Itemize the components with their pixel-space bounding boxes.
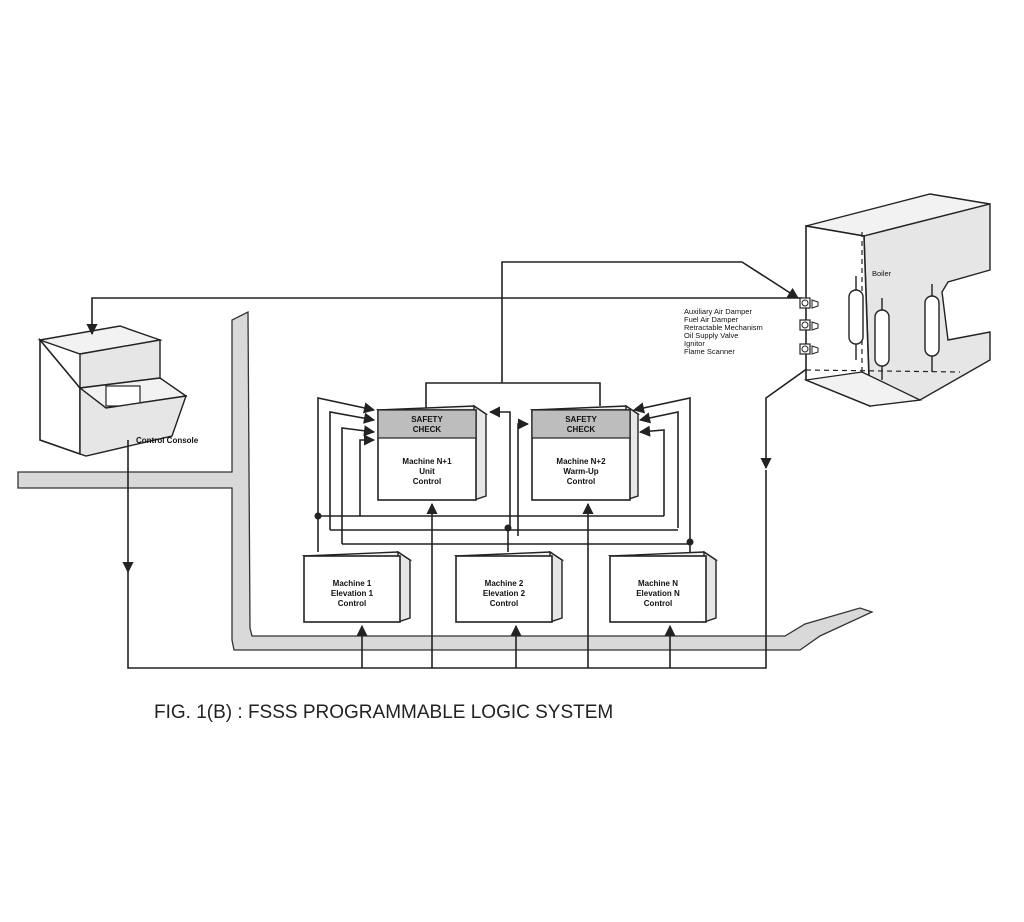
elevation-n-line3: Control (644, 599, 672, 608)
link-loop-right-outer (632, 397, 691, 542)
device-label: Ignitor (684, 339, 705, 348)
link-boiler-top (501, 261, 799, 348)
warmup-control-line1: Machine N+2 (556, 457, 606, 466)
device-label: Fuel Air Damper (684, 315, 739, 324)
device-label: Flame Scanner (684, 347, 735, 356)
burner-tube (874, 298, 890, 380)
boiler-label: Boiler (872, 269, 892, 278)
console-label: Control Console (136, 436, 199, 445)
elevation-2-line1: Machine 2 (485, 579, 524, 588)
elevation-1-line2: Elevation 1 (331, 589, 374, 598)
boiler: Boiler (799, 193, 991, 408)
device-connector (799, 297, 819, 309)
control-console: Control Console (37, 325, 199, 457)
elevation-2-line2: Elevation 2 (483, 589, 526, 598)
link-loop-left-mid (329, 411, 376, 530)
device-label: Auxiliary Air Damper (684, 307, 752, 316)
burner-tube (848, 276, 864, 360)
device-label: Oil Supply Valve (684, 331, 738, 340)
safety-check-band (377, 409, 477, 439)
link-console-top (86, 297, 802, 336)
link-bottom-bus (127, 470, 767, 669)
safety-check-line2: CHECK (567, 425, 596, 434)
device-connector (799, 343, 819, 355)
link-loop-right-inner (638, 425, 665, 516)
machine-elevation-1: Machine 1 Elevation 1 Control (301, 550, 413, 623)
burner-tube (924, 284, 940, 372)
elevation-n-line1: Machine N (638, 579, 678, 588)
warmup-control-line2: Warm-Up (563, 467, 598, 476)
safety-check-line1: SAFETY (411, 415, 443, 424)
link-loop-left-outer (317, 397, 376, 516)
link-machines-up (425, 382, 601, 408)
machine-unit-control: SAFETY CHECK Machine N+1 Unit Control (375, 404, 489, 501)
safety-check-line2: CHECK (413, 425, 442, 434)
safety-check-band (531, 409, 631, 439)
device-label: Retractable Mechanism (684, 323, 763, 332)
unit-control-line3: Control (413, 477, 441, 486)
boiler-device-list: Auxiliary Air Damper Fuel Air Damper Ret… (684, 307, 763, 356)
link-loop-right-mid (638, 411, 679, 528)
link-loop-center (488, 406, 511, 526)
link-loop-center-left (359, 434, 376, 516)
machine-elevation-2: Machine 2 Elevation 2 Control (453, 550, 565, 623)
data-highway-bus (17, 310, 874, 651)
device-connector (799, 319, 819, 331)
figure-caption: FIG. 1(B) : FSSS PROGRAMMABLE LOGIC SYST… (154, 702, 613, 723)
elevation-1-line1: Machine 1 (333, 579, 372, 588)
elevation-1-line3: Control (338, 599, 366, 608)
elevation-2-line3: Control (490, 599, 518, 608)
machine-warmup-control: SAFETY CHECK Machine N+2 Warm-Up Control (529, 404, 641, 501)
machine-elevation-n: Machine N Elevation N Control (607, 550, 719, 623)
warmup-control-line3: Control (567, 477, 595, 486)
link-boiler-down (760, 367, 809, 470)
elevation-n-line2: Elevation N (636, 589, 680, 598)
link-loop-left-inner (341, 425, 376, 544)
unit-control-line1: Machine N+1 (402, 457, 452, 466)
safety-check-line1: SAFETY (565, 415, 597, 424)
link-loop-center-2 (517, 418, 530, 536)
unit-control-line2: Unit (419, 467, 435, 476)
